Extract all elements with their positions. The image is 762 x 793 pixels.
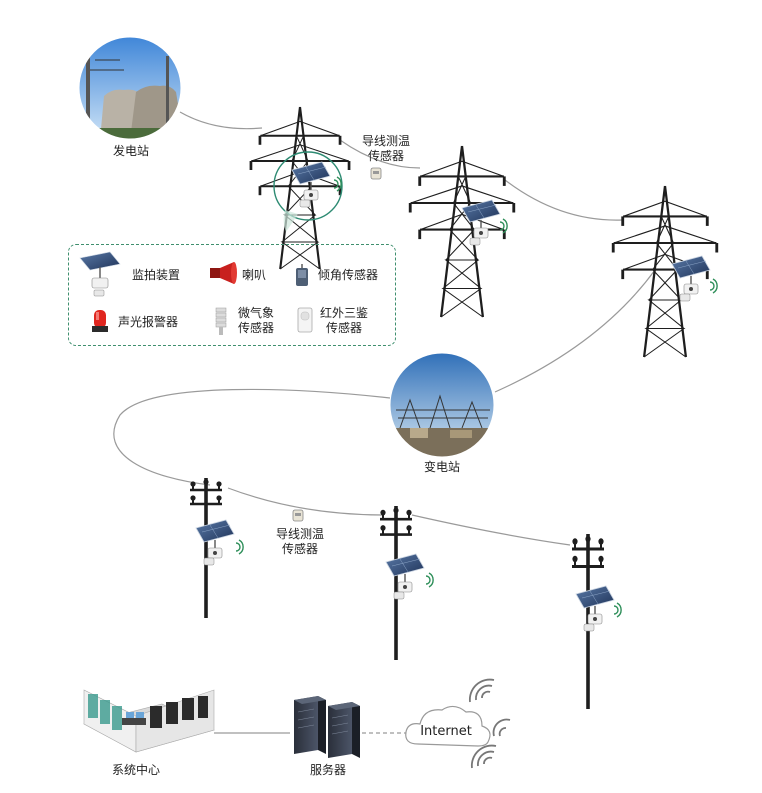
label-control-center: 系统中心 — [111, 763, 160, 777]
legend-alarm-icon — [92, 310, 108, 332]
monitor-device-tower-1 — [291, 161, 331, 208]
transmission-tower-2 — [407, 144, 517, 319]
legend-speaker-icon — [210, 262, 237, 284]
label-wire-temp-sensor-1-line1: 导线测温 — [361, 134, 410, 148]
power-lines — [113, 111, 656, 734]
substation-image — [390, 353, 494, 457]
wifi-icon — [235, 539, 244, 555]
legend-weather-sensor-icon — [215, 307, 227, 335]
label-substation: 变电站 — [423, 460, 460, 474]
label-wire-temp-sensor-2: 导线测温 传感器 — [268, 527, 332, 557]
label-wire-temp-sensor-1-line2: 传感器 — [367, 149, 404, 163]
label-wire-temp-sensor-2-line1: 导线测温 — [275, 527, 324, 541]
legend-label-alarm: 声光报警器 — [118, 315, 179, 329]
substation-frame — [389, 352, 495, 458]
legend-infrared-sensor-icon — [297, 307, 313, 333]
wire-temp-sensor-2-icon — [292, 509, 304, 522]
legend-label-infrared-sensor-line2: 传感器 — [326, 321, 363, 335]
wireless-signal-icons — [468, 678, 511, 769]
wifi-icon — [613, 602, 622, 618]
legend-tilt-sensor-icon — [296, 264, 308, 286]
legend-label-monitor-device: 监拍装置 — [132, 268, 181, 282]
power-plant-frame — [78, 36, 182, 140]
legend-monitor-device-icon — [79, 251, 121, 297]
label-internet: Internet — [420, 724, 472, 739]
highlight-beam — [283, 210, 298, 232]
monitor-device-pole-1 — [195, 519, 235, 566]
wifi-icon — [709, 278, 718, 294]
label-wire-temp-sensor-2-line2: 传感器 — [281, 542, 318, 556]
legend-label-weather-sensor-line2: 传感器 — [238, 321, 275, 335]
legend-box — [68, 244, 396, 346]
legend-label-infrared-sensor-line1: 红外三鉴 — [320, 306, 369, 320]
label-wire-temp-sensor-1: 导线测温 传感器 — [354, 134, 418, 164]
legend-label-weather-sensor: 微气象 传感器 — [238, 306, 274, 336]
monitor-device-pole-3 — [575, 585, 615, 632]
legend-label-infrared-sensor: 红外三鉴 传感器 — [320, 306, 368, 336]
legend-label-tilt-sensor: 倾角传感器 — [318, 268, 379, 282]
legend-label-weather-sensor-line1: 微气象 — [238, 306, 275, 320]
monitor-device-tower-2 — [461, 199, 501, 246]
highlight-ring — [273, 151, 343, 221]
internet-cloud-icon — [405, 705, 491, 747]
wifi-icon — [425, 572, 434, 588]
server-icon — [294, 696, 360, 758]
label-power-plant: 发电站 — [112, 144, 149, 158]
label-server: 服务器 — [309, 763, 346, 777]
legend-label-speaker: 喇叭 — [242, 268, 267, 282]
wire-temp-sensor-1-icon — [370, 167, 382, 180]
control-center-image — [83, 689, 215, 753]
monitor-device-pole-2 — [385, 553, 425, 600]
